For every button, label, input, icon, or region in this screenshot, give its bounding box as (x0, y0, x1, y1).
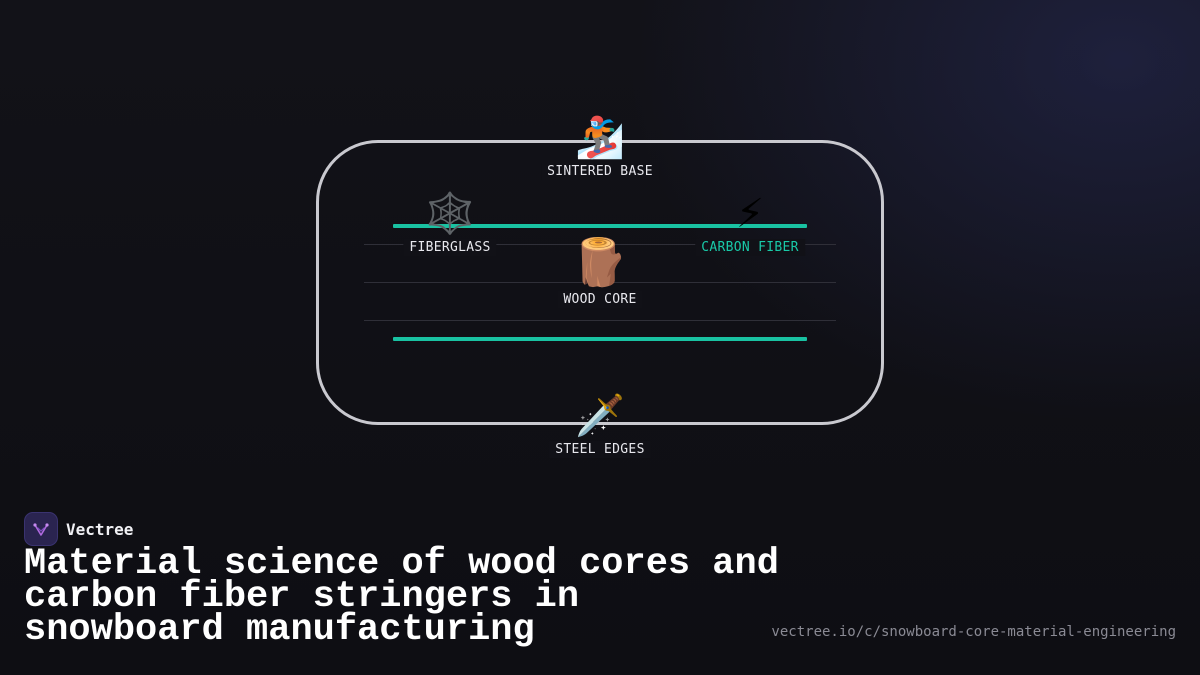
layer-line (364, 282, 836, 283)
node-fiberglass: 🕸️ FIBERGLASS (403, 191, 497, 256)
node-label: SINTERED BASE (541, 163, 659, 180)
node-steel-edges: 🗡️ STEEL EDGES (549, 393, 651, 458)
node-sintered-base: 🏂 SINTERED BASE (541, 116, 659, 180)
layer-line (364, 320, 836, 321)
node-label: FIBERGLASS (403, 239, 497, 256)
bottom-stringer-bar (393, 337, 807, 341)
lightning-icon: ⚡ (735, 191, 765, 237)
dagger-icon: 🗡️ (575, 393, 625, 439)
node-label: STEEL EDGES (549, 441, 651, 458)
brand-name: Vectree (66, 519, 134, 539)
node-label: WOOD CORE (557, 291, 643, 308)
vectree-logo-icon (24, 512, 58, 546)
web-icon: 🕸️ (425, 191, 475, 237)
board-outline (316, 140, 884, 425)
layer-line (364, 244, 836, 245)
wood-log-icon: 🪵 (571, 235, 629, 289)
node-carbon-fiber: ⚡ CARBON FIBER (695, 192, 805, 256)
top-stringer-bar (393, 224, 807, 228)
node-label: CARBON FIBER (695, 239, 805, 256)
brand: Vectree (24, 512, 133, 546)
snowboarder-icon: 🏂 (575, 115, 625, 161)
node-wood-core: 🪵 WOOD CORE (557, 235, 643, 308)
page-title: Material science of wood cores and carbo… (24, 543, 779, 651)
page-url: vectree.io/c/snowboard-core-material-eng… (771, 624, 1176, 640)
